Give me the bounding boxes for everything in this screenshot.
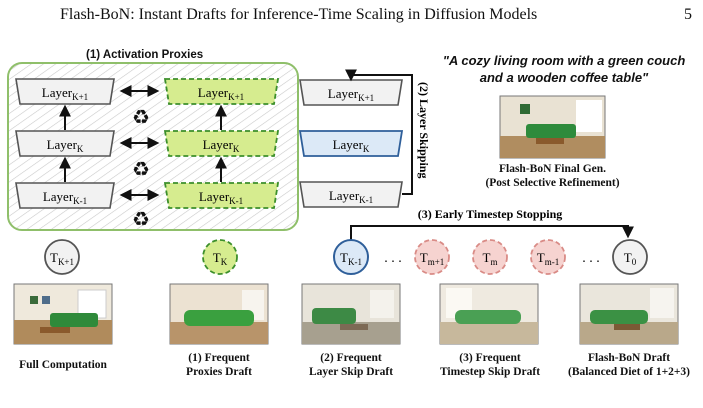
proxy-layer-k1: LayerK+1 [163,78,280,105]
svg-text:Tm: Tm [483,250,498,267]
skip-connection [351,74,413,195]
layer-label: LayerK-1 [329,188,373,205]
page-number: 5 [684,6,692,23]
recycle-icon: ♻ [132,159,150,181]
layer-label: LayerK+1 [42,85,88,102]
caption-flashbon-2: (Balanced Diet of 1+2+3) [567,366,691,378]
proxy-base-layer-k: LayerK [15,130,115,157]
skip-layer-k: LayerK [298,130,404,157]
prompt-text: "A cozy living room with a green couch a… [442,53,686,85]
layer-label: LayerK+1 [328,86,374,103]
caption-timestep-skip-2: Timestep Skip Draft [439,366,541,378]
image-flashbon-draft [579,283,679,345]
caption-timestep-skip-1: (3) Frequent [459,352,521,364]
skip-layer-k1: LayerK+1 [299,79,403,106]
image-final-generation [499,95,606,159]
layer-label: LayerK-1 [43,189,87,206]
recycle-icon: ♻ [132,107,150,129]
timestep-m1: Tm+1 [414,239,450,275]
layer-label: LayerK [203,137,240,154]
early-stop-label: (3) Early Timestep Stopping [418,207,563,221]
timestep-k-1: TK-1 [333,239,369,275]
layer-label: LayerK-1 [199,189,243,206]
caption-flashbon-1: Flash-BoN Draft [587,352,671,364]
timestep-m: Tm [472,239,508,275]
svg-text:TK-1: TK-1 [340,250,362,267]
activation-panel-title: (1) Activation Proxies [82,49,208,61]
proxy-layer-k-1: LayerK-1 [163,182,280,209]
caption-layer-skip-2: Layer Skip Draft [308,366,394,378]
svg-text:Tm+1: Tm+1 [420,250,445,267]
caption-proxies-1: (1) Frequent [188,352,250,364]
ellipsis: . . . [582,251,600,266]
ellipsis: . . . [384,251,402,266]
early-stop-bracket [350,225,634,241]
svg-text:T0: T0 [624,250,637,267]
timestep-tk1: TK+1 [44,239,80,275]
proxy-layer-k: LayerK [163,130,280,157]
image-proxies-draft [169,283,269,345]
image-timestep-skip-draft [439,283,539,345]
svg-text:TK+1: TK+1 [50,250,74,267]
timestep-tk: TK [202,239,238,275]
caption-proxies-2: Proxies Draft [186,366,252,378]
recycle-icon: ♻ [132,209,150,231]
caption-full-computation: Full Computation [19,359,107,371]
running-title: Flash-BoN: Instant Drafts for Inference-… [60,6,538,23]
image-layer-skip-draft [301,283,401,345]
svg-text:TK: TK [213,250,228,267]
layer-skipping-label: (2) Layer Skipping [417,82,431,178]
final-gen-caption-2: (Post Selective Refinement) [485,177,620,189]
timestep-m-1: Tm-1 [530,239,566,275]
image-full-computation [13,283,113,345]
proxy-base-layer-k-1: LayerK-1 [15,182,115,209]
skip-layer-k-1: LayerK-1 [299,181,403,208]
layer-label: LayerK+1 [198,85,244,102]
final-gen-caption-1: Flash-BoN Final Gen. [498,163,607,175]
svg-text:Tm-1: Tm-1 [537,250,559,267]
proxy-base-layer-k1: LayerK+1 [15,78,115,105]
layer-label: LayerK [47,137,84,154]
caption-layer-skip-1: (2) Frequent [320,352,382,364]
layer-label: LayerK [333,137,370,154]
timestep-0: T0 [612,239,648,275]
